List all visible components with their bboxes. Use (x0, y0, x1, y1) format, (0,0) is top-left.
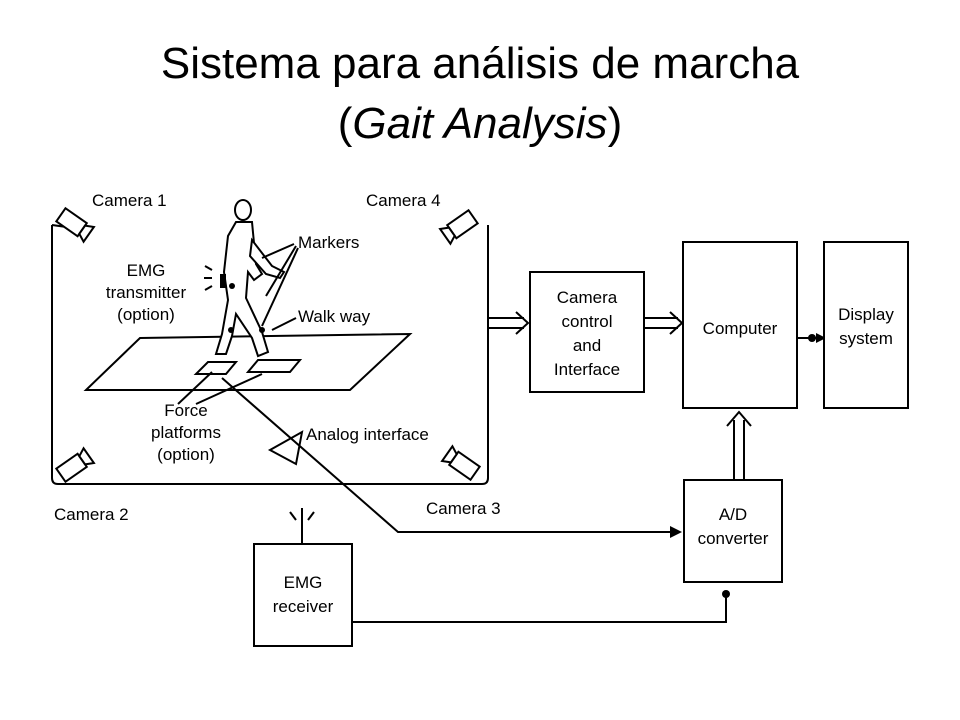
display-arrowhead (816, 333, 826, 343)
marker-dot-1 (229, 283, 235, 289)
force-platforms-label-1: Force (164, 401, 207, 420)
page-subtitle: (Gait Analysis) (0, 98, 960, 150)
emg-transmitter-label-1: EMG (127, 261, 166, 280)
marker-dot-3 (259, 327, 265, 333)
platform-signal-line (221, 377, 672, 533)
subtitle-close-paren: ) (607, 99, 623, 148)
force-platforms-label-2: platforms (151, 423, 221, 442)
ad-converter-label-1: A/D (719, 505, 747, 524)
walker-figure-icon (214, 199, 286, 358)
force-platform-right (245, 359, 303, 373)
camera-2-icon (54, 446, 96, 484)
emg-transmitter-label-2: transmitter (106, 283, 187, 302)
camera-control-label-1: Camera (557, 288, 618, 307)
camera-4-icon (438, 208, 480, 246)
computer-label: Computer (703, 319, 778, 338)
emg-transmitter-icon (220, 274, 226, 288)
force-platform-leader-1 (177, 371, 213, 405)
computer-display-dot (808, 334, 816, 342)
emg-antenna-icon (289, 508, 315, 544)
camera-to-control-arrow (488, 311, 530, 335)
camera-control-box (529, 271, 645, 393)
page-title: Sistema para análisis de marcha (160, 39, 800, 88)
ad-converter-label-2: converter (698, 529, 769, 548)
computer-box (682, 241, 798, 409)
walk-way-leader (271, 317, 297, 331)
camera-2-label: Camera 2 (54, 505, 129, 524)
display-system-box (823, 241, 909, 409)
markers-label: Markers (298, 233, 359, 252)
subtitle-open-paren: ( (337, 99, 353, 148)
emg-transmitter-label-3: (option) (117, 305, 175, 324)
emg-to-ad-line (352, 592, 727, 623)
walkway (83, 332, 413, 391)
emg-receiver-label-2: receiver (273, 597, 334, 616)
ad-to-computer-arrow (726, 410, 752, 480)
ad-converter-box (683, 479, 783, 583)
camera-control-label-2: control (561, 312, 612, 331)
analog-interface-label: Analog interface (306, 425, 429, 444)
camera-control-label-4: Interface (554, 360, 620, 379)
display-label-1: Display (838, 305, 894, 324)
force-platform-left (193, 361, 239, 375)
emg-receiver-label-1: EMG (284, 573, 323, 592)
force-platform-leader-2 (195, 373, 263, 405)
markers-leaders (261, 243, 299, 327)
camera-3-icon (440, 444, 482, 482)
ad-arrowhead (670, 526, 682, 538)
marker-dot-2 (228, 327, 234, 333)
control-to-computer-arrow (644, 311, 684, 335)
subtitle-italic: Gait Analysis (352, 99, 608, 148)
display-label-2: system (839, 329, 893, 348)
emg-ad-dot (722, 590, 730, 598)
analog-interface-icon (267, 430, 304, 466)
walk-way-label: Walk way (298, 307, 371, 326)
emg-receiver-box (253, 543, 353, 647)
camera-3-label: Camera 3 (426, 499, 501, 518)
force-platforms-label-3: (option) (157, 445, 215, 464)
camera-4-label: Camera 4 (366, 191, 441, 210)
camera-control-label-3: and (573, 336, 601, 355)
emg-signal-icon (204, 265, 213, 291)
camera-1-icon (54, 206, 96, 244)
camera-1-label: Camera 1 (92, 191, 167, 210)
